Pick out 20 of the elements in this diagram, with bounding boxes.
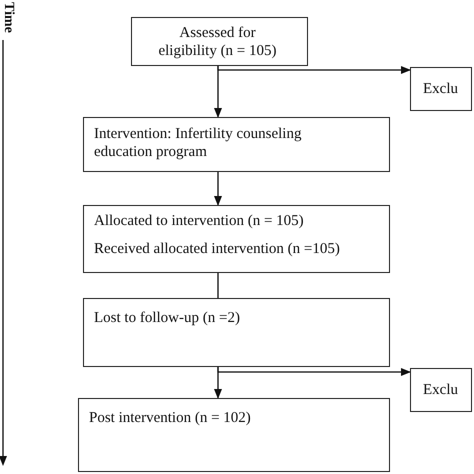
process-box (83, 117, 390, 172)
box-text: Lost to follow-up (n =2) (94, 309, 241, 327)
box-text: Assessed for eligibility (n = 105) (157, 24, 278, 60)
box-text: Intervention: Infertility counseling education program (94, 125, 302, 161)
process-box (131, 17, 308, 66)
process-box (83, 298, 390, 367)
axis-label: Time (0, 2, 16, 33)
process-box (83, 205, 390, 273)
box-text: Allocated to intervention (n = 105) (94, 212, 305, 230)
process-box (410, 368, 472, 412)
box-text: Received allocated intervention (n =105) (94, 240, 341, 258)
process-box (410, 67, 472, 111)
arrow (214, 172, 222, 206)
process-box (78, 398, 390, 472)
arrow (217, 367, 411, 376)
box-text: Post intervention (n = 102) (89, 409, 252, 427)
box-text: Exclu (423, 80, 459, 98)
box-text: Exclu (423, 381, 459, 399)
connector-line (217, 273, 219, 298)
arrow (217, 66, 411, 74)
